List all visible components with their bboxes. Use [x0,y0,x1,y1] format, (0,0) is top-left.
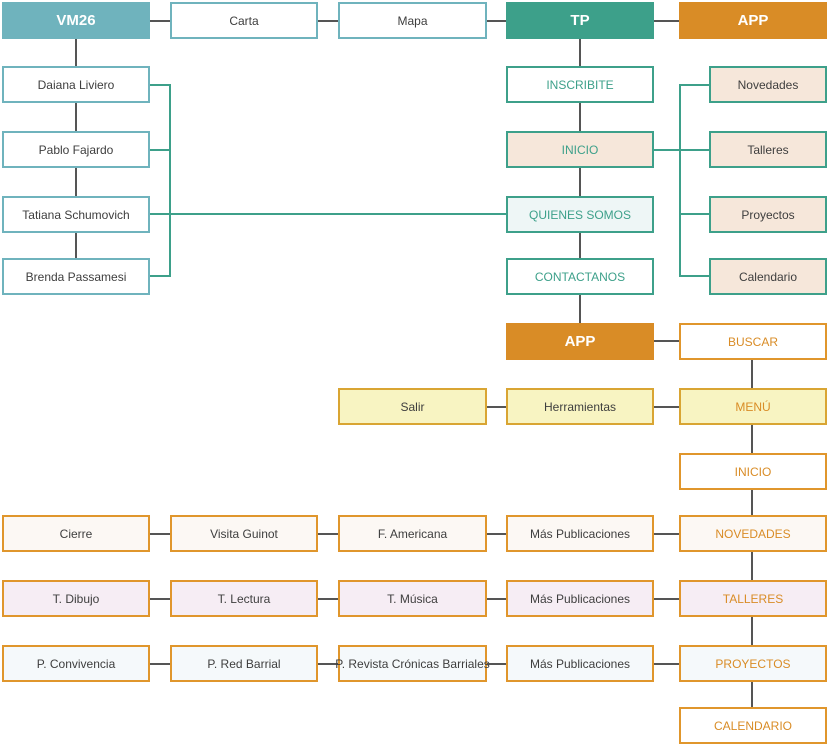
novedades-node[interactable]: NOVEDADES [679,515,827,552]
proyectos-node[interactable]: PROYECTOS [679,645,827,682]
app-header[interactable]: APP [679,2,827,39]
proyectos-item[interactable]: P. Convivencia [2,645,150,682]
menu-node[interactable]: MENÚ [679,388,827,425]
app-item-calendario[interactable]: Calendario [709,258,827,295]
name-node[interactable]: Brenda Passamesi [2,258,150,295]
inicio-node[interactable]: INICIO [679,453,827,490]
talleres-item[interactable]: T. Lectura [170,580,318,617]
vm26-header[interactable]: VM26 [2,2,150,39]
novedades-mas-publicaciones[interactable]: Más Publicaciones [506,515,654,552]
app-item-novedades[interactable]: Novedades [709,66,827,103]
novedades-item[interactable]: Cierre [2,515,150,552]
tp-header[interactable]: TP [506,2,654,39]
name-node[interactable]: Daiana Liviero [2,66,150,103]
calendario-node[interactable]: CALENDARIO [679,707,827,744]
app-item-proyectos[interactable]: Proyectos [709,196,827,233]
talleres-node[interactable]: TALLERES [679,580,827,617]
app-item-talleres[interactable]: Talleres [709,131,827,168]
novedades-item[interactable]: Visita Guinot [170,515,318,552]
proyectos-item[interactable]: P. Revista Crónicas Barriales [335,645,490,682]
buscar-node[interactable]: BUSCAR [679,323,827,360]
talleres-item[interactable]: T. Música [338,580,487,617]
carta-node[interactable]: Carta [170,2,318,39]
talleres-mas-publicaciones[interactable]: Más Publicaciones [506,580,654,617]
talleres-item[interactable]: T. Dibujo [2,580,150,617]
mapa-node[interactable]: Mapa [338,2,487,39]
name-node[interactable]: Tatiana Schumovich [2,196,150,233]
tp-item-inicio[interactable]: INICIO [506,131,654,168]
proyectos-item[interactable]: P. Red Barrial [170,645,318,682]
proyectos-mas-publicaciones[interactable]: Más Publicaciones [506,645,654,682]
novedades-item[interactable]: F. Americana [338,515,487,552]
name-node[interactable]: Pablo Fajardo [2,131,150,168]
herramientas-node[interactable]: Herramientas [506,388,654,425]
app-detail-header[interactable]: APP [506,323,654,360]
tp-item-quienes-somos[interactable]: QUIENES SOMOS [506,196,654,233]
salir-node[interactable]: Salir [338,388,487,425]
tp-item-inscribite[interactable]: INSCRIBITE [506,66,654,103]
tp-item-contactanos[interactable]: CONTACTANOS [506,258,654,295]
